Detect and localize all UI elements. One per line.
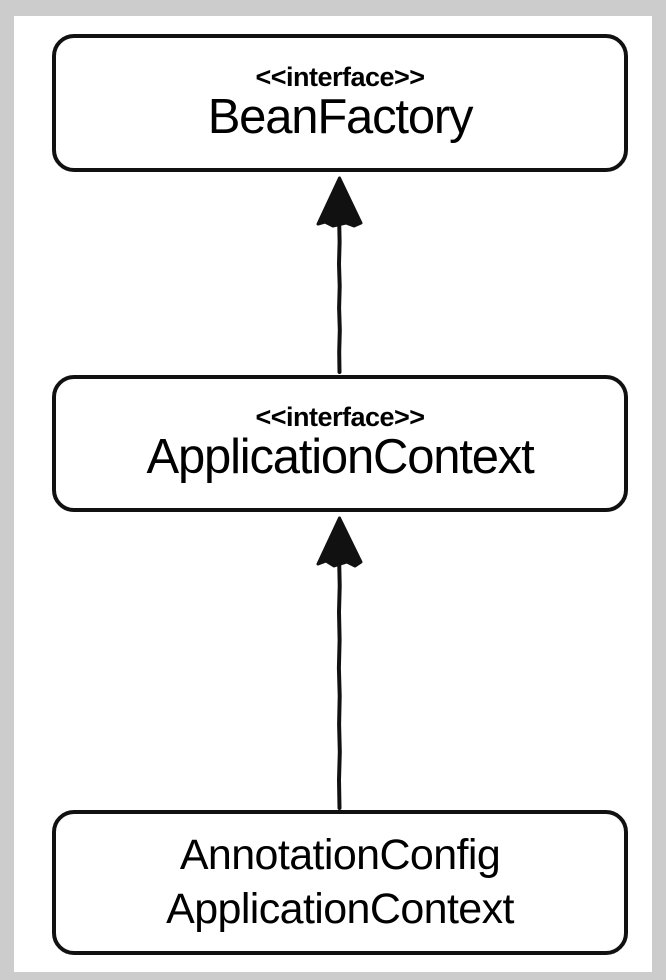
stereotype-label: <<interface>> [255,402,425,433]
edge-application-context-to-bean-factory [316,176,363,374]
class-name-label-line-2: ApplicationContext [166,884,514,933]
class-name-label: ApplicationContext [146,430,535,485]
class-node-bean-factory[interactable]: <<interface>> BeanFactory [52,34,628,172]
class-name-label-line-1: AnnotationConfig [179,831,501,880]
class-node-annotation-config-application-context[interactable]: AnnotationConfig ApplicationContext [52,810,628,955]
class-name-label: BeanFactory [207,89,474,144]
stereotype-label: <<interface>> [255,61,425,92]
edge-annotation-config-to-application-context [316,516,363,810]
class-node-application-context[interactable]: <<interface>> ApplicationContext [52,375,628,512]
